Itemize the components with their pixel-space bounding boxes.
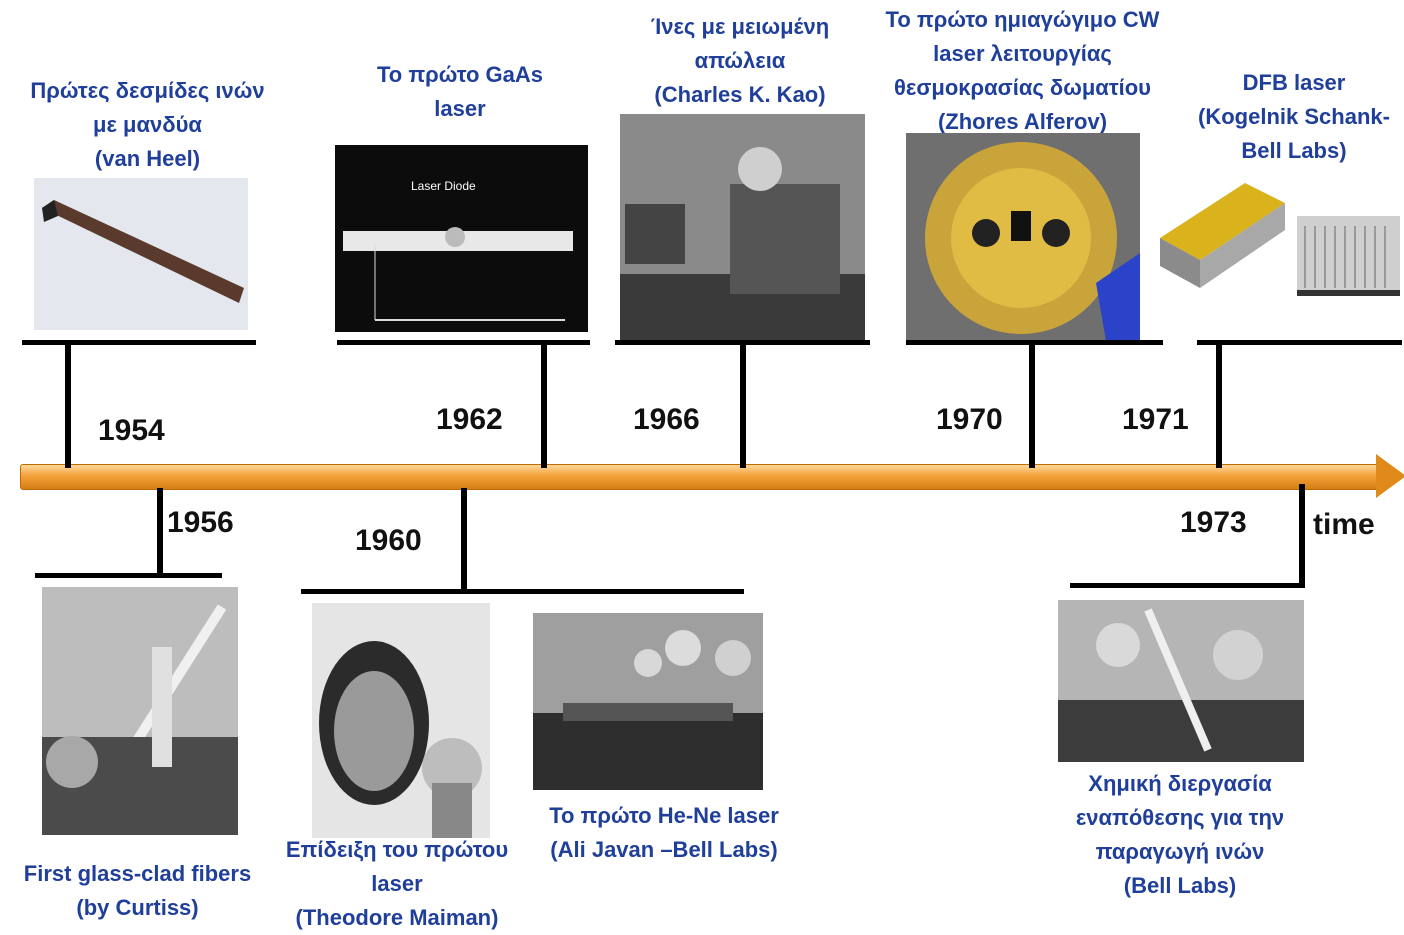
timeline-arrowhead [1376, 454, 1404, 498]
year-1970: 1970 [936, 403, 1003, 436]
caption-1970: Το πρώτο ημιαγώγιμο CW laser λειτουργίας… [885, 7, 1160, 134]
year-1971: 1971 [1122, 403, 1189, 436]
event-stem-1956 [157, 488, 163, 576]
year-1954: 1954 [98, 414, 165, 447]
year-1956: 1956 [167, 506, 234, 539]
year-1973: 1973 [1180, 506, 1247, 539]
event-stem-1960 [461, 488, 467, 590]
caption-1960-maiman: Επίδειξη του πρώτου laser (Theodore Maim… [285, 837, 509, 930]
axis-label-time: time [1313, 508, 1375, 541]
event-stem-1966 [740, 340, 746, 468]
year-1962: 1962 [436, 403, 503, 436]
caption-1966: Ίνες με μειωμένη απώλεια (Charles K. Kao… [650, 14, 830, 107]
caption-1962: Το πρώτο GaAs laser [376, 62, 543, 121]
photo-label-laser-diode: Laser Diode [411, 179, 476, 193]
caption-1956: First glass-clad fibers (by Curtiss) [23, 861, 252, 920]
caption-1954: Πρώτες δεσμίδες ινών με μανδύα (van Heel… [30, 78, 265, 171]
event-platform-1956 [35, 573, 222, 578]
photo-cw-laser [906, 133, 1140, 341]
event-platform-1973 [1070, 583, 1305, 588]
event-stem-1970 [1029, 340, 1035, 468]
event-platform-1960 [301, 589, 744, 594]
event-platform-1954 [22, 340, 256, 345]
photo-he-ne-laser [533, 613, 763, 790]
photo-bell-labs-deposition [1058, 600, 1304, 762]
event-platform-1971 [1197, 340, 1402, 345]
event-platform-1962 [337, 340, 590, 345]
caption-1971: DFB laser (Kogelnik Schank- Bell Labs) [1198, 70, 1390, 163]
event-stem-1973 [1299, 484, 1305, 586]
photo-gaas-laser: Laser Diode [335, 145, 588, 332]
caption-1973: Χημική διεργασία εναπόθεσης για την παρα… [1075, 771, 1285, 898]
photo-theodore-maiman [312, 603, 490, 838]
caption-1960-hene: Το πρώτο He-Ne laser (Ali Javan –Bell La… [549, 803, 779, 862]
event-stem-1962 [541, 340, 547, 468]
event-stem-1954 [65, 340, 71, 468]
photo-fiber-bundle [34, 178, 248, 330]
year-1960: 1960 [355, 524, 422, 557]
year-1966: 1966 [633, 403, 700, 436]
event-stem-1971 [1216, 340, 1222, 468]
photo-charles-kao [620, 114, 865, 340]
photo-dfb-laser [1160, 178, 1400, 316]
timeline-axis [20, 464, 1382, 490]
photo-curtiss-fibers [42, 587, 238, 835]
